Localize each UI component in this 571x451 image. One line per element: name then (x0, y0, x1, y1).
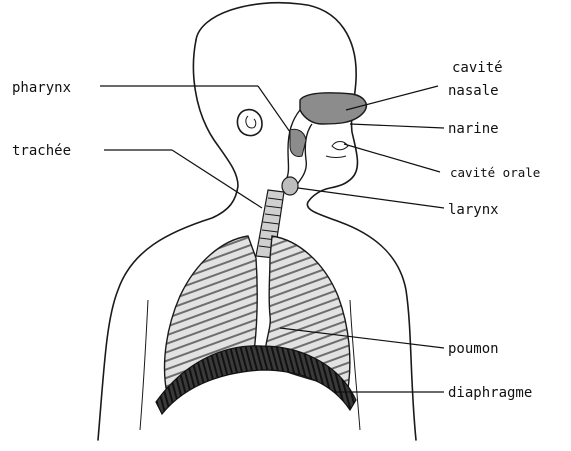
label-pharynx: pharynx (12, 80, 71, 96)
label-cavite-nasale-line1: cavité (452, 60, 503, 76)
label-larynx: larynx (448, 202, 499, 218)
label-cavite-nasale-line2: nasale (448, 83, 499, 99)
body-outline (98, 3, 416, 440)
leader-larynx (298, 188, 444, 208)
label-poumon: poumon (448, 341, 499, 357)
leader-cavite-orale (344, 144, 440, 172)
label-trachee: trachée (12, 143, 71, 159)
ear-icon (237, 110, 262, 136)
leader-narine (350, 124, 444, 128)
label-narine: narine (448, 121, 499, 137)
label-cavite-orale: cavité orale (450, 165, 540, 180)
label-diaphragme: diaphragme (448, 385, 532, 401)
